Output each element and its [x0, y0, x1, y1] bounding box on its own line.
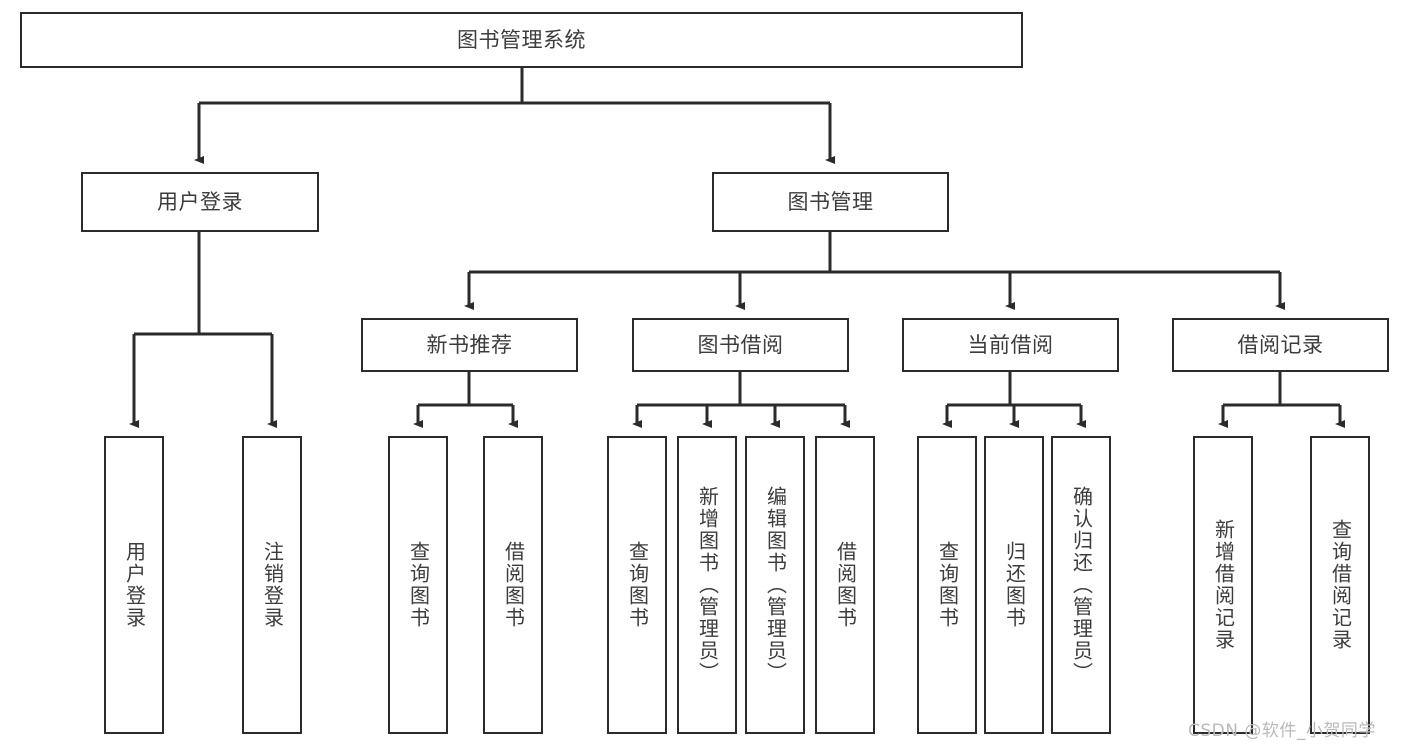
leaf-borrow-record-add[interactable]: 新增借阅记录 [1193, 436, 1253, 734]
node-label: 新书推荐 [426, 332, 513, 357]
node-label: 用户登录 [157, 189, 243, 214]
node-current-borrow[interactable]: 当前借阅 [902, 318, 1119, 372]
leaf-book-borrow-edit[interactable]: 编辑图书（管理员） [745, 436, 805, 734]
node-label: 查询图书 [406, 541, 431, 629]
node-label: 确认归还（管理员） [1069, 486, 1094, 684]
leaf-book-borrow-query[interactable]: 查询图书 [607, 436, 667, 734]
leaf-current-borrow-confirm-return[interactable]: 确认归还（管理员） [1051, 436, 1111, 734]
node-label: 查询借阅记录 [1328, 519, 1353, 651]
leaf-new-book-borrow[interactable]: 借阅图书 [483, 436, 543, 734]
leaf-new-book-query[interactable]: 查询图书 [388, 436, 448, 734]
node-label: 新增借阅记录 [1211, 519, 1236, 651]
leaf-user-login-signin[interactable]: 用户登录 [104, 436, 164, 734]
node-label: 查询图书 [935, 541, 960, 629]
leaf-book-borrow-lend[interactable]: 借阅图书 [815, 436, 875, 734]
leaf-current-borrow-return[interactable]: 归还图书 [984, 436, 1044, 734]
node-label: 注销登录 [260, 541, 285, 629]
node-root-book-management-system[interactable]: 图书管理系统 [20, 12, 1023, 68]
node-label: 借阅图书 [501, 541, 526, 629]
leaf-current-borrow-query[interactable]: 查询图书 [917, 436, 977, 734]
leaf-book-borrow-add[interactable]: 新增图书（管理员） [677, 436, 737, 734]
node-label: 查询图书 [625, 541, 650, 629]
node-label: 编辑图书（管理员） [763, 486, 788, 684]
node-book-borrow[interactable]: 图书借阅 [632, 318, 849, 372]
node-user-login[interactable]: 用户登录 [81, 172, 319, 232]
node-book-management[interactable]: 图书管理 [712, 172, 949, 232]
node-borrow-record[interactable]: 借阅记录 [1172, 318, 1389, 372]
node-label: 借阅记录 [1237, 332, 1324, 357]
node-label: 用户登录 [122, 541, 147, 629]
node-label: 图书管理 [787, 189, 874, 214]
node-label: 新增图书（管理员） [695, 486, 720, 684]
leaf-borrow-record-query[interactable]: 查询借阅记录 [1310, 436, 1370, 734]
node-label: 归还图书 [1002, 541, 1027, 629]
node-label: 借阅图书 [833, 541, 858, 629]
node-label: 图书借阅 [697, 332, 784, 357]
watermark-text: CSDN @软件_小贺同学 [1188, 721, 1376, 741]
node-label: 当前借阅 [967, 332, 1054, 357]
leaf-user-login-signout[interactable]: 注销登录 [242, 436, 302, 734]
node-label: 图书管理系统 [457, 27, 586, 52]
node-new-book-recommend[interactable]: 新书推荐 [361, 318, 578, 372]
